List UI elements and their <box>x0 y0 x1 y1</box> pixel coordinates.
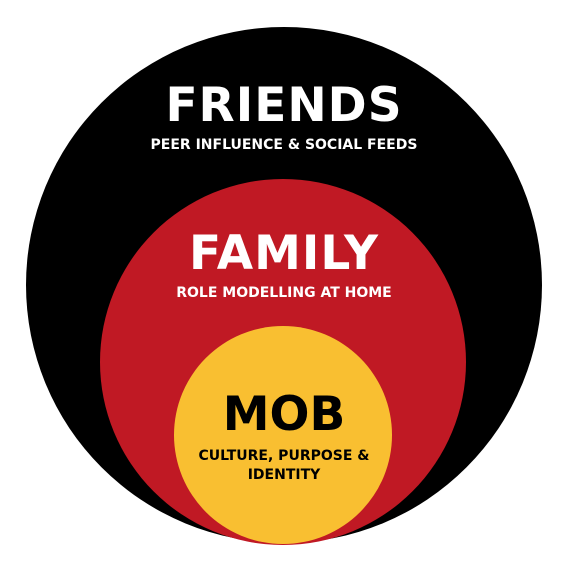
mob-subtitle: CULTURE, PURPOSE & IDENTITY <box>0 447 568 485</box>
friends-subtitle: PEER INFLUENCE & SOCIAL FEEDS <box>150 137 418 153</box>
mob-circle <box>174 326 392 544</box>
friends-title: FRIENDS <box>165 78 403 133</box>
family-subtitle: ROLE MODELLING AT HOME <box>176 285 392 301</box>
mob-subtitle-line-2: IDENTITY <box>247 467 321 483</box>
mob-subtitle-line-1: CULTURE, PURPOSE & <box>198 448 370 464</box>
mob-title: MOB <box>222 387 346 442</box>
family-title: FAMILY <box>188 226 379 281</box>
